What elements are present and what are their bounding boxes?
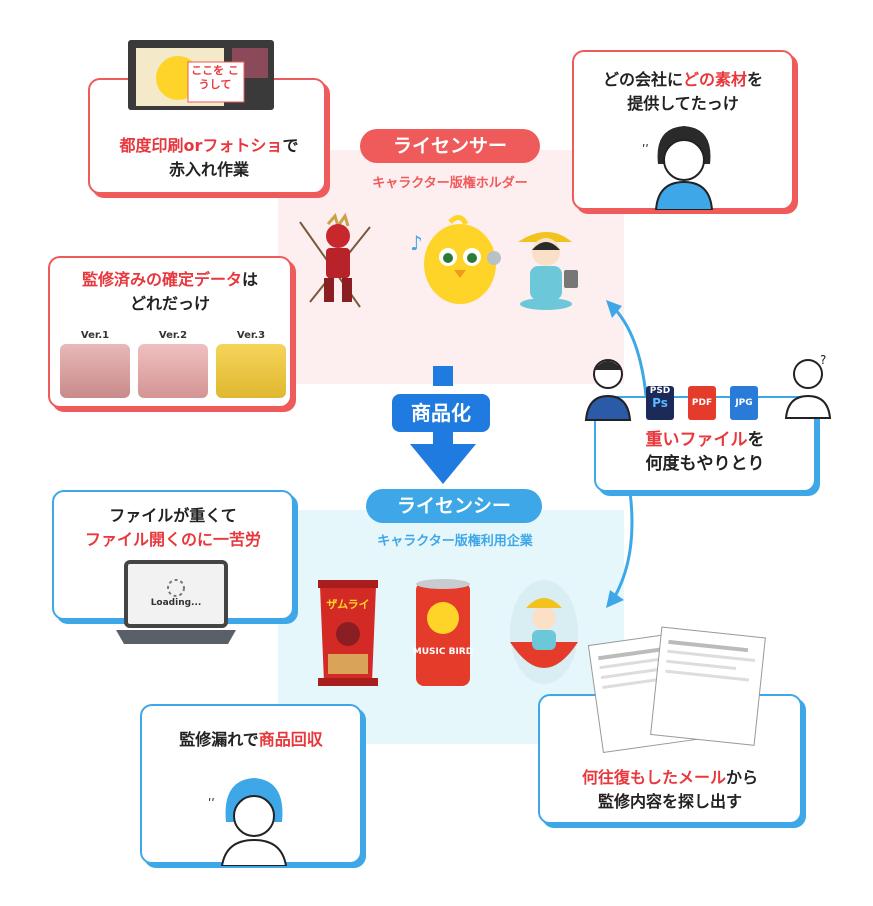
jpg-file-icon: JPG (730, 386, 758, 420)
licensee-pill: ライセンシー (366, 489, 542, 523)
email-search-text: 何往復もしたメールから 監修内容を探し出す (581, 768, 759, 811)
worried-woman-icon: ʹʹ (642, 126, 714, 210)
version-thumb-2 (138, 344, 208, 398)
licensee-subtitle: キャラクター版権利用企業 (377, 534, 533, 549)
email-windows-icon (587, 626, 766, 754)
licensee-products: ザムライ MUSIC BIRD (318, 579, 578, 686)
man-right-icon: ? (784, 353, 832, 419)
which-material-text: どの会社にどの素材を 提供してたっけ (602, 70, 764, 113)
capsule-toy-icon (510, 580, 578, 684)
svg-text:ʹʹ: ʹʹ (208, 797, 215, 811)
exchange-arrows (606, 300, 648, 608)
man-left-icon (584, 359, 632, 421)
can-text: MUSIC BIRD (413, 647, 473, 657)
licensor-pill: ライセンサー (360, 129, 540, 163)
recall-text: 監修漏れで商品回収 (179, 730, 323, 749)
slow-open-text: ファイルが重くて ファイル開くのに一苦労 (84, 506, 261, 549)
version-label-3: Ver.3 (236, 330, 266, 341)
licensor-subtitle: キャラクター版権ホルダー (372, 176, 528, 191)
commercialization-label: 商品化 (392, 394, 490, 432)
recall-card (140, 704, 362, 864)
version-thumb-3 (216, 344, 286, 398)
version-label-1: Ver.1 (80, 330, 110, 341)
print-photoshop-card (88, 78, 326, 194)
music-bird-can-icon: MUSIC BIRD (413, 579, 473, 686)
snack-bag-icon: ザムライ (318, 580, 378, 686)
loading-text: Loading... (150, 598, 202, 608)
music-bird-character-icon: ♪ (410, 215, 501, 304)
photoshop-screen-icon (128, 40, 274, 110)
snack-text: ザムライ (326, 598, 369, 611)
version-label-2: Ver.2 (158, 330, 188, 341)
svg-text:♪: ♪ (410, 231, 423, 255)
girl-character-icon (518, 232, 578, 310)
samurai-character-icon (299, 212, 371, 308)
version-thumb-1 (60, 344, 130, 398)
svg-text:ʹʹ: ʹʹ (642, 143, 649, 157)
pdf-file-icon: PDF (688, 386, 716, 420)
licensor-characters: ♪ (299, 212, 578, 310)
distressed-woman-icon: ʹʹ (208, 778, 288, 866)
sticky-note: ここを こうして (191, 64, 239, 91)
heavy-files-text: 重いファイルを 何度もやりとり (645, 430, 765, 474)
print-photoshop-text: 都度印刷orフォトショで 赤入れ作業 (119, 136, 299, 179)
laptop-icon (116, 560, 236, 644)
approved-data-text: 監修済みの確定データは どれだっけ (81, 270, 259, 313)
svg-text:?: ? (820, 353, 826, 367)
